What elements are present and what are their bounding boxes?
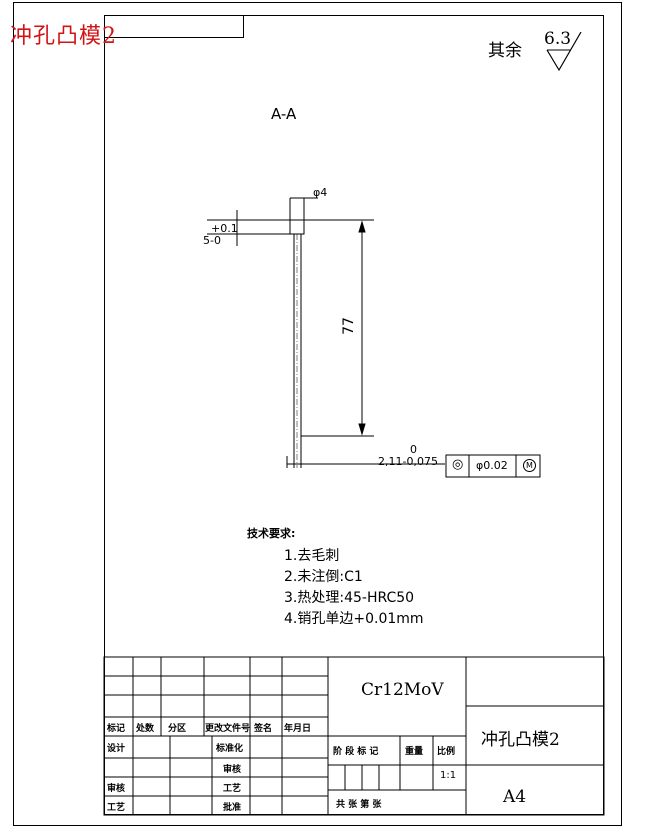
diameter-dim: φ4 — [313, 186, 328, 199]
requirement-item: 1.去毛刺 — [284, 548, 340, 564]
tb-weight-label: 重量 — [405, 747, 424, 757]
fcf-value: φ0.02 — [476, 459, 508, 472]
tb-stage-label: 阶 段 标 记 — [333, 747, 379, 757]
tb-process: 工艺 — [223, 784, 242, 794]
requirement-item: 2.未注倒:C1 — [284, 569, 363, 585]
concentricity-icon: ◎ — [452, 457, 464, 472]
tb-scale: 1:1 — [440, 770, 457, 781]
roughness-label: 其余 — [488, 41, 522, 61]
requirements-title: 技术要求: — [247, 527, 296, 540]
tb-header: 处数 — [136, 724, 155, 734]
tb-craft: 工艺 — [107, 803, 126, 813]
roughness-value: 6.3 — [544, 29, 572, 49]
head-height-dim: 5-0 — [203, 234, 221, 247]
shank-dia-dim: 2,11-0,075 — [378, 455, 438, 468]
mmc-modifier-icon: M — [523, 459, 536, 472]
head-tol-upper: +0.1 — [211, 222, 238, 235]
tb-header: 年月日 — [284, 724, 312, 734]
tb-approve: 批准 — [223, 803, 242, 813]
stamp-box — [104, 15, 244, 38]
tb-sheets: 共 张 第 张 — [336, 800, 382, 810]
requirement-item: 4.销孔单边+0.01mm — [284, 611, 424, 627]
drawing-header-title: 冲孔凸模2 — [10, 24, 117, 49]
tb-header: 更改文件号 — [205, 724, 251, 734]
tb-review: 审核 — [223, 765, 242, 775]
tb-header: 分区 — [168, 724, 187, 734]
requirement-item: 3.热处理:45-HRC50 — [284, 590, 415, 606]
tb-ratio-label: 比例 — [437, 747, 456, 757]
roughness-symbol-icon — [546, 32, 582, 72]
paper-size: A4 — [503, 787, 527, 807]
tb-design: 设计 — [107, 744, 126, 754]
material-label: Cr12MoV — [361, 680, 444, 700]
section-label: A-A — [271, 105, 297, 123]
tb-standardize: 标准化 — [216, 744, 244, 754]
tb-header: 标记 — [107, 724, 126, 734]
outer-frame — [13, 2, 622, 826]
shank-tol-upper: 0 — [410, 443, 417, 456]
tb-header: 签名 — [254, 724, 273, 734]
tb-check: 审核 — [107, 784, 126, 794]
part-name: 冲孔凸模2 — [481, 730, 560, 750]
